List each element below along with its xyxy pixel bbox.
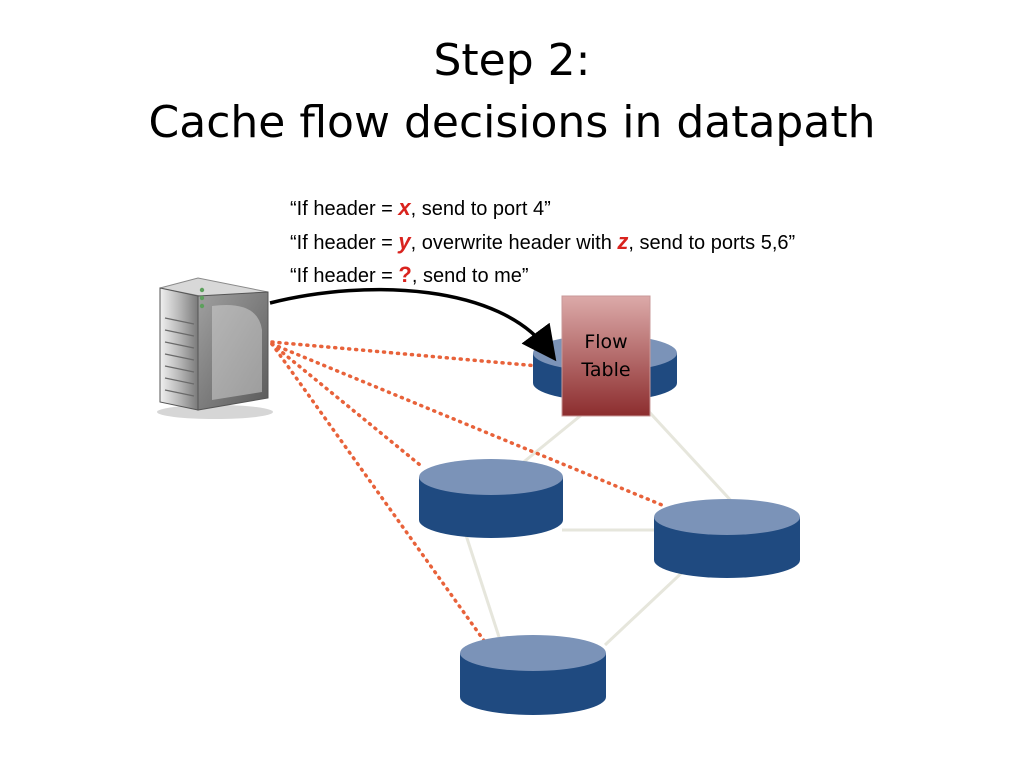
rule-3: “If header = ?, send to me” (290, 259, 795, 293)
control-link-top (270, 340, 540, 368)
flow-rules: “If header = x, send to port 4” “If head… (290, 192, 795, 293)
title-line-1: Step 2: (433, 35, 591, 86)
rule-1: “If header = x, send to port 4” (290, 192, 795, 226)
link-left-bottom (463, 531, 502, 641)
control-links (270, 340, 664, 644)
flow-table-label: Flow Table (562, 328, 650, 384)
rule-2-middle: , overwrite header with (410, 231, 618, 254)
flow-table-box (561, 295, 651, 417)
title-line-2: Cache flow decisions in datapath (148, 97, 876, 148)
control-link-right (270, 342, 664, 507)
server-tower-icon (157, 277, 273, 419)
flow-table-label-line-1: Flow (584, 331, 628, 353)
rule-2-prefix: “If header = (290, 231, 399, 254)
rule-2: “If header = y, overwrite header with z,… (290, 226, 795, 260)
link-right-bottom (603, 563, 692, 647)
flow-table-label-line-2: Table (581, 359, 631, 381)
control-link-left (270, 342, 422, 467)
rule-1-value: x (398, 195, 411, 220)
rule-3-prefix: “If header = (290, 265, 399, 287)
switch-right (654, 499, 800, 578)
rule-3-value: ? (398, 262, 412, 287)
link-top-left (519, 410, 586, 467)
slide-title: Step 2: Cache flow decisions in datapath (0, 30, 1024, 154)
rule-2-value2: z (617, 228, 629, 254)
data-links (463, 400, 737, 647)
link-top-right (638, 400, 737, 507)
rule-3-suffix: , send to me” (411, 265, 529, 287)
switch-left (419, 459, 563, 538)
install-rule-arrow (269, 287, 557, 362)
switch-bottom (460, 635, 606, 715)
control-link-bottom (270, 342, 487, 644)
rule-1-suffix: , send to port 4” (410, 198, 551, 220)
rule-1-prefix: “If header = (290, 198, 399, 220)
rule-2-suffix: , send to ports 5,6” (628, 231, 796, 254)
rule-2-value: y (398, 228, 411, 254)
